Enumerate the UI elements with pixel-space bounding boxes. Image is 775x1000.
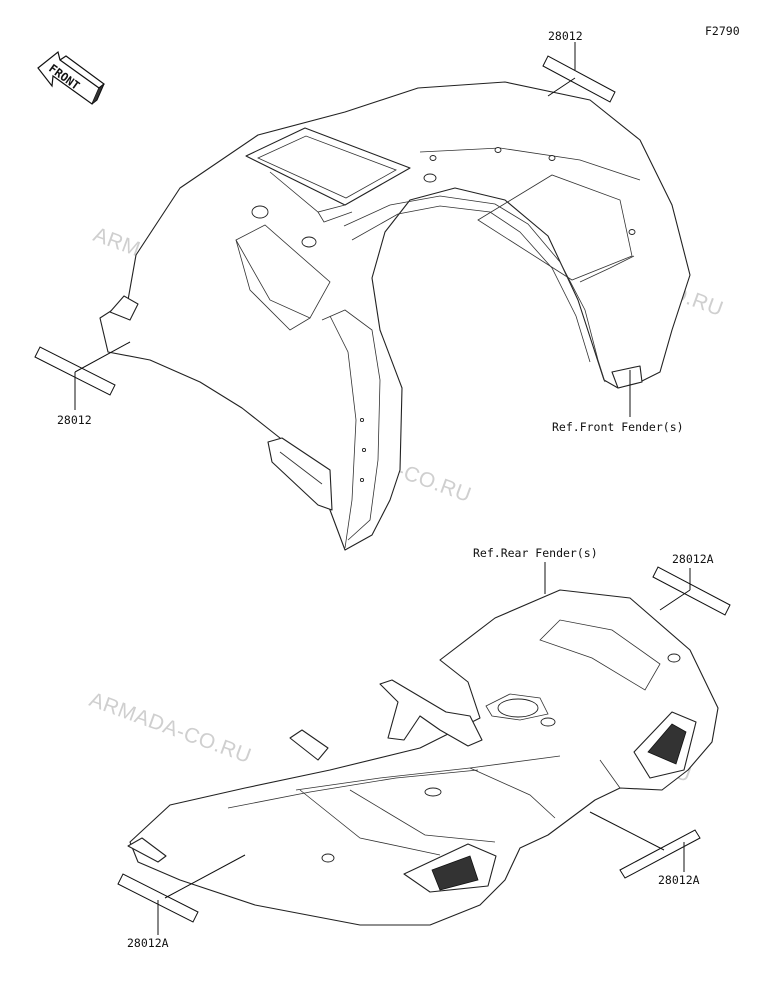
- decal-28012A-left: [117, 873, 199, 923]
- callout-rear-decal-right: 28012A: [658, 873, 700, 887]
- callout-rear-decal-left: 28012A: [127, 936, 169, 950]
- watermark-4: ARMADA-CO.RU: [86, 688, 254, 768]
- decal-28012A-top: [652, 566, 731, 616]
- callout-labels: 28012 28012 Ref.Front Fender(s) Ref.Rear…: [57, 29, 714, 950]
- decal-28012-top: [542, 55, 616, 103]
- rear-fender: [127, 589, 719, 926]
- callout-front-fender-ref: Ref.Front Fender(s): [552, 420, 684, 434]
- decal-strips: [34, 55, 731, 923]
- decal-28012-left: [34, 346, 116, 396]
- callout-front-decal-left: 28012: [57, 413, 92, 427]
- callout-rear-fender-ref: Ref.Rear Fender(s): [473, 546, 598, 560]
- leader-lines: [74, 42, 691, 935]
- front-fender: [99, 81, 691, 551]
- callout-front-decal-top: 28012: [548, 29, 583, 43]
- front-direction-arrow: FRONT: [37, 50, 105, 105]
- decal-28012A-right: [619, 829, 701, 879]
- figure-code: F2790: [705, 24, 740, 38]
- callout-rear-decal-top: 28012A: [672, 552, 714, 566]
